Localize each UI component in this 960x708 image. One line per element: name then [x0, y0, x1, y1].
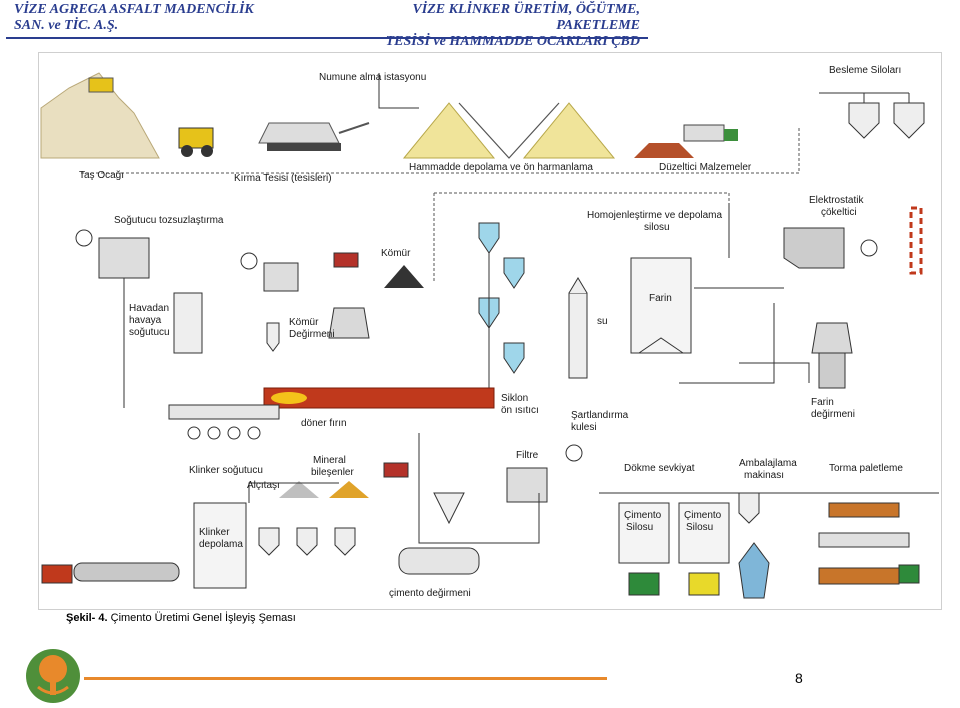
- figure-caption: Şekil- 4. Çimento Üretimi Genel İşleyiş …: [66, 612, 296, 624]
- cement-silo-1: [618, 502, 670, 564]
- stockpile-left: [402, 102, 496, 159]
- dump-truck-icon: [683, 124, 725, 142]
- label-bulk-shipping: Dökme sevkiyat: [624, 463, 695, 474]
- caption-prefix: Şekil- 4.: [66, 612, 108, 624]
- cement-process-diagram: Taş Ocağı Kırma Tesisi (tesisleri) Numun…: [38, 52, 942, 610]
- label-conditioning-1: Şartlandırma: [571, 410, 629, 421]
- electrostatic-precipitator: [783, 227, 845, 269]
- label-air-cooler-1: Havadan: [129, 303, 169, 314]
- label-cyclone-2: ön ısıtıcı: [501, 405, 539, 416]
- label-homogenization-2: silosu: [644, 222, 670, 233]
- pallet-stack: [828, 502, 900, 518]
- stockpile-right: [522, 102, 616, 159]
- cooler-fans: [187, 426, 261, 440]
- label-coal: Kömür: [381, 248, 411, 259]
- label-conditioning-2: kulesi: [571, 422, 597, 433]
- company-name-line2: SAN. ve TİC. A.Ş.: [14, 18, 119, 33]
- raw-meal-silo: [630, 257, 692, 354]
- label-crusher: Kırma Tesisi (tesisleri): [234, 173, 332, 184]
- quarry-hill: [40, 72, 160, 159]
- tanker-truck-icon: [73, 562, 180, 582]
- label-filter: Filtre: [516, 450, 539, 461]
- crusher-plant: [258, 122, 340, 144]
- label-clinker-storage-1: Klinker: [199, 527, 230, 538]
- label-quarry: Taş Ocağı: [79, 170, 124, 181]
- caption-text: Çimento Üretimi Genel İşleyiş Şeması: [107, 612, 296, 624]
- label-cyclone-1: Siklon: [501, 393, 528, 404]
- label-sampling: Numune alma istasyonu: [319, 72, 426, 83]
- company-name: VİZE AGREGA ASFALT MADENCİLİK SAN. ve Tİ…: [14, 2, 254, 34]
- label-clinker-storage-2: depolama: [199, 539, 243, 550]
- label-palletizing: Torma paletleme: [829, 463, 903, 474]
- label-corrective: Düzeltici Malzemeler: [659, 162, 752, 173]
- label-electrostatic: Elektrostatik: [809, 195, 864, 206]
- air-to-air-cooler: [173, 292, 203, 354]
- coal-feeder: [333, 252, 359, 268]
- project-title-line1: VİZE KLİNKER ÜRETİM, ÖĞÜTME, PAKETLEME: [412, 2, 640, 33]
- label-rotary-kiln: döner fırın: [301, 418, 347, 429]
- company-logo: [26, 649, 80, 703]
- label-cement-silo-1a: Çimento: [624, 510, 662, 521]
- cement-filter: [506, 467, 548, 503]
- label-water: su: [597, 316, 608, 327]
- corrective-material-pile: [634, 143, 694, 158]
- bulk-truck-icon: [688, 572, 720, 596]
- conditioning-tower: [568, 292, 588, 379]
- company-name-line1: VİZE AGREGA ASFALT MADENCİLİK: [14, 2, 254, 17]
- coal-filter: [263, 262, 299, 292]
- raw-mill: [811, 322, 853, 354]
- cyclone-preheater: [478, 222, 525, 388]
- label-cement-silo-2b: Silosu: [686, 522, 713, 533]
- loader-icon: [178, 127, 214, 149]
- label-cement-silo-1b: Silosu: [626, 522, 653, 533]
- fan-icon: [75, 229, 93, 247]
- label-raw-mill-2: değirmeni: [811, 409, 855, 420]
- label-farin: Farin: [649, 293, 672, 304]
- label-raw-mill-1: Farin: [811, 397, 834, 408]
- label-raw-storage: Hammadde depolama ve ön harmanlama: [409, 162, 593, 173]
- header-divider: [6, 37, 648, 39]
- label-minerals-1: Mineral: [313, 455, 346, 466]
- pallet-truck-icon: [818, 532, 910, 548]
- fan-icon: [860, 239, 878, 257]
- footer-divider: [84, 677, 607, 680]
- label-air-cooler-2: havaya: [129, 315, 162, 326]
- bulk-truck-icon: [628, 572, 660, 596]
- page-number: 8: [795, 670, 803, 686]
- cooler-dedusting-filter: [98, 237, 150, 279]
- label-homogenization: Homojenleştirme ve depolama: [587, 210, 723, 221]
- label-cement-mill: çimento değirmeni: [389, 588, 471, 599]
- cement-mill: [398, 547, 480, 575]
- additive-hoppers: [258, 527, 356, 556]
- cement-silo-2: [678, 502, 730, 564]
- clinker-cooler-grate: [168, 404, 280, 420]
- project-title: VİZE KLİNKER ÜRETİM, ÖĞÜTME, PAKETLEME T…: [352, 2, 640, 50]
- label-air-cooler-3: soğutucu: [129, 327, 170, 338]
- label-packing-2: makinası: [744, 470, 784, 481]
- label-feed-silos: Besleme Siloları: [829, 65, 901, 76]
- label-packing-1: Ambalajlama: [739, 458, 797, 469]
- label-clinker-cooler: Klinker soğutucu: [189, 465, 263, 476]
- label-electrostatic-2: çökeltici: [821, 207, 857, 218]
- label-coal-mill-2: Değirmeni: [289, 329, 335, 340]
- feed-silo-1: [848, 102, 880, 139]
- process-diagram-svg: Taş Ocağı Kırma Tesisi (tesisleri) Numun…: [40, 65, 939, 599]
- packing-hopper: [738, 492, 760, 524]
- coal-pile: [384, 265, 424, 288]
- label-coal-mill-1: Kömür: [289, 317, 319, 328]
- excavator-icon: [88, 77, 114, 93]
- stack-chimney: [909, 206, 923, 275]
- label-minerals-2: bileşenler: [311, 467, 354, 478]
- feed-silo-2: [893, 102, 925, 139]
- label-gypsum: Alçıtaşı: [247, 480, 280, 491]
- coal-mill: [328, 307, 370, 339]
- label-cooler-dedusting: Soğutucu tozsuzlaştırma: [114, 215, 224, 226]
- document-header: VİZE AGREGA ASFALT MADENCİLİK SAN. ve Tİ…: [0, 0, 960, 49]
- rotary-kiln: [263, 387, 495, 409]
- clinker-storage-silo: [193, 502, 247, 589]
- packing-machine: [738, 542, 770, 599]
- label-cement-silo-2a: Çimento: [684, 510, 722, 521]
